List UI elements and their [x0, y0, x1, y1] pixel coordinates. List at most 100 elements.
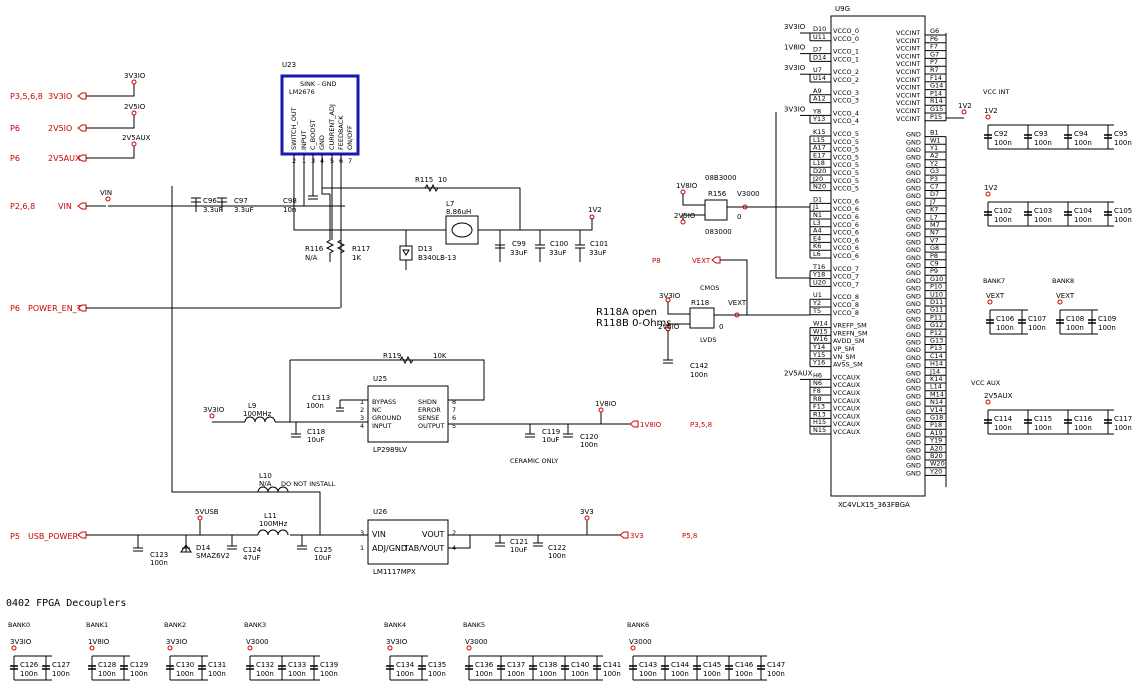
- c125-value: 10uF: [314, 554, 331, 562]
- l7-ref: L7: [446, 200, 454, 208]
- c100-value: 33uF: [549, 249, 566, 257]
- u9g-gnd-pin: G11: [930, 306, 943, 314]
- cap-value: 100n: [571, 670, 589, 678]
- u9g-pin-number: H15: [813, 418, 826, 426]
- u9g-pin-name: VCCO_0: [833, 27, 859, 35]
- u9g-gnd-label: GND: [906, 323, 921, 331]
- u9g-vccint-pin: R14: [930, 97, 943, 105]
- c121-ref: C121: [510, 538, 528, 546]
- cap-ref: C145: [703, 661, 721, 669]
- r156-ref: R156: [708, 190, 727, 198]
- u9g-gnd-label: GND: [906, 292, 921, 300]
- cap-value: 100n: [671, 670, 689, 678]
- u9g-pin-number: U20: [813, 278, 826, 286]
- u9g-vccint-pin: G15: [930, 105, 943, 113]
- cap-ref: C106: [996, 315, 1015, 323]
- bottom-bank-net: 1V8IO: [88, 638, 110, 646]
- u9g-gnd-label: GND: [906, 331, 921, 339]
- u9g-pin-number: L6: [813, 250, 821, 258]
- u25-pin-label: BYPASS: [372, 398, 396, 406]
- cap-value: 100n: [208, 670, 226, 678]
- u25-pin-label: INPUT: [372, 422, 391, 430]
- net-dot: [985, 191, 991, 197]
- u9g-gnd-label: GND: [906, 131, 921, 139]
- net-dot: [131, 141, 137, 147]
- u9g-pin-name: VCCO_2: [833, 68, 859, 76]
- l11-value: 100MHz: [259, 520, 288, 528]
- vccint-row2-net: 1V2: [984, 184, 998, 192]
- bottom-bank-net: V3000: [629, 638, 652, 646]
- u9g-gnd-pin: A19: [930, 429, 943, 437]
- port-page-2v5aux: P6: [10, 154, 20, 163]
- u9g-gnd-pin: K7: [930, 206, 938, 214]
- u9g-gnd-pin: P12: [930, 329, 942, 337]
- u9g-pin-number: D1: [813, 195, 822, 203]
- cap-ref: C102: [994, 207, 1012, 215]
- c120-value: 100n: [580, 441, 598, 449]
- u9g-gnd-pin: P13: [930, 344, 942, 352]
- cap-value: 100n: [396, 670, 414, 678]
- u9g-gnd-label: GND: [906, 161, 921, 169]
- cap-ref: C92: [994, 130, 1008, 138]
- u9g-pin-name: VN_SM: [833, 353, 855, 361]
- u26-pin-label: ADJ/GND: [372, 544, 407, 553]
- u9g-vccint-label: VCCINT: [896, 60, 920, 68]
- u9g-gnd-label: GND: [906, 254, 921, 262]
- u9g-pin-name: VCCO_4: [833, 117, 859, 125]
- bank8-title: BANK8: [1052, 277, 1074, 285]
- u9g-vccint-pin: P14: [930, 89, 942, 97]
- cap-ref: C133: [288, 661, 306, 669]
- u25-part: LP2989LV: [373, 446, 407, 454]
- u9g-gnd-pin: G3: [930, 167, 939, 175]
- c119-value: 10uF: [542, 436, 559, 444]
- u9g-gnd-pin: B20: [930, 452, 943, 460]
- cap-ref: C94: [1074, 130, 1088, 138]
- u9g-pin-number: L18: [813, 159, 825, 167]
- port-page-3v3io: P3,5,6,8: [10, 92, 43, 101]
- u9g-gnd-pin: G18: [930, 414, 943, 422]
- u25-pin-number: 7: [452, 406, 456, 414]
- u23-pin-label: GND: [318, 135, 326, 150]
- u9g-gnd-pin: V7: [930, 236, 939, 244]
- u9g-gnd-label: GND: [906, 346, 921, 354]
- u9g-gnd-label: GND: [906, 231, 921, 239]
- u26-pin-number: 1: [360, 544, 364, 552]
- u9g-pin-number: H6: [813, 371, 822, 379]
- r156-symbol: [704, 199, 728, 221]
- u9g-pin-number: F8: [813, 387, 821, 395]
- l7-symbol: [445, 215, 479, 245]
- cap-ref: C114: [994, 415, 1013, 423]
- u9g-gnd-pin: D11: [930, 298, 943, 306]
- u9g-gnd-label: GND: [906, 339, 921, 347]
- u9g-gnd-label: GND: [906, 469, 921, 477]
- r117-value: 1K: [352, 254, 361, 262]
- u9g-gnd-pin: W20: [930, 460, 945, 468]
- cap-ref: C126: [20, 661, 39, 669]
- u9g-gnd-pin: P11: [930, 313, 942, 321]
- u25-pin-number: 6: [452, 414, 456, 422]
- u23-pin-label: FEEDBACK: [337, 115, 345, 150]
- u9g-pin-number: L15: [813, 136, 825, 144]
- cap-ref: C136: [475, 661, 494, 669]
- u9g-pin-name: VCCO_6: [833, 252, 859, 260]
- u9g-pin-name: VP_SM: [833, 345, 854, 353]
- u9g-gnd-label: GND: [906, 408, 921, 416]
- u26-ref: U26: [373, 508, 388, 516]
- u9g-pin-name: VCCO_5: [833, 185, 859, 193]
- u9g-vccint-pin: P15: [930, 113, 942, 121]
- u25-pin-label: ERROR: [418, 406, 441, 414]
- u9g-pin-name: VCCO_8: [833, 309, 859, 317]
- net-3v3io: 3V3IO: [124, 72, 146, 80]
- u9g-pin-name: VCCO_6: [833, 229, 859, 237]
- u23-pin-label: INPUT: [300, 131, 308, 150]
- c125-ref: C125: [314, 546, 332, 554]
- u9g-pin-name: VCCO_5: [833, 138, 859, 146]
- u9g-gnd-label: GND: [906, 177, 921, 185]
- bank8-net: VEXT: [1056, 292, 1075, 300]
- net-dot: [247, 645, 253, 651]
- u9g-gnd-pin: G10: [930, 275, 943, 283]
- u9g-pin-name: VCCO_4: [833, 109, 859, 117]
- c99-value: 33uF: [510, 249, 527, 257]
- u9g-pin-name: VCCO_3: [833, 89, 859, 97]
